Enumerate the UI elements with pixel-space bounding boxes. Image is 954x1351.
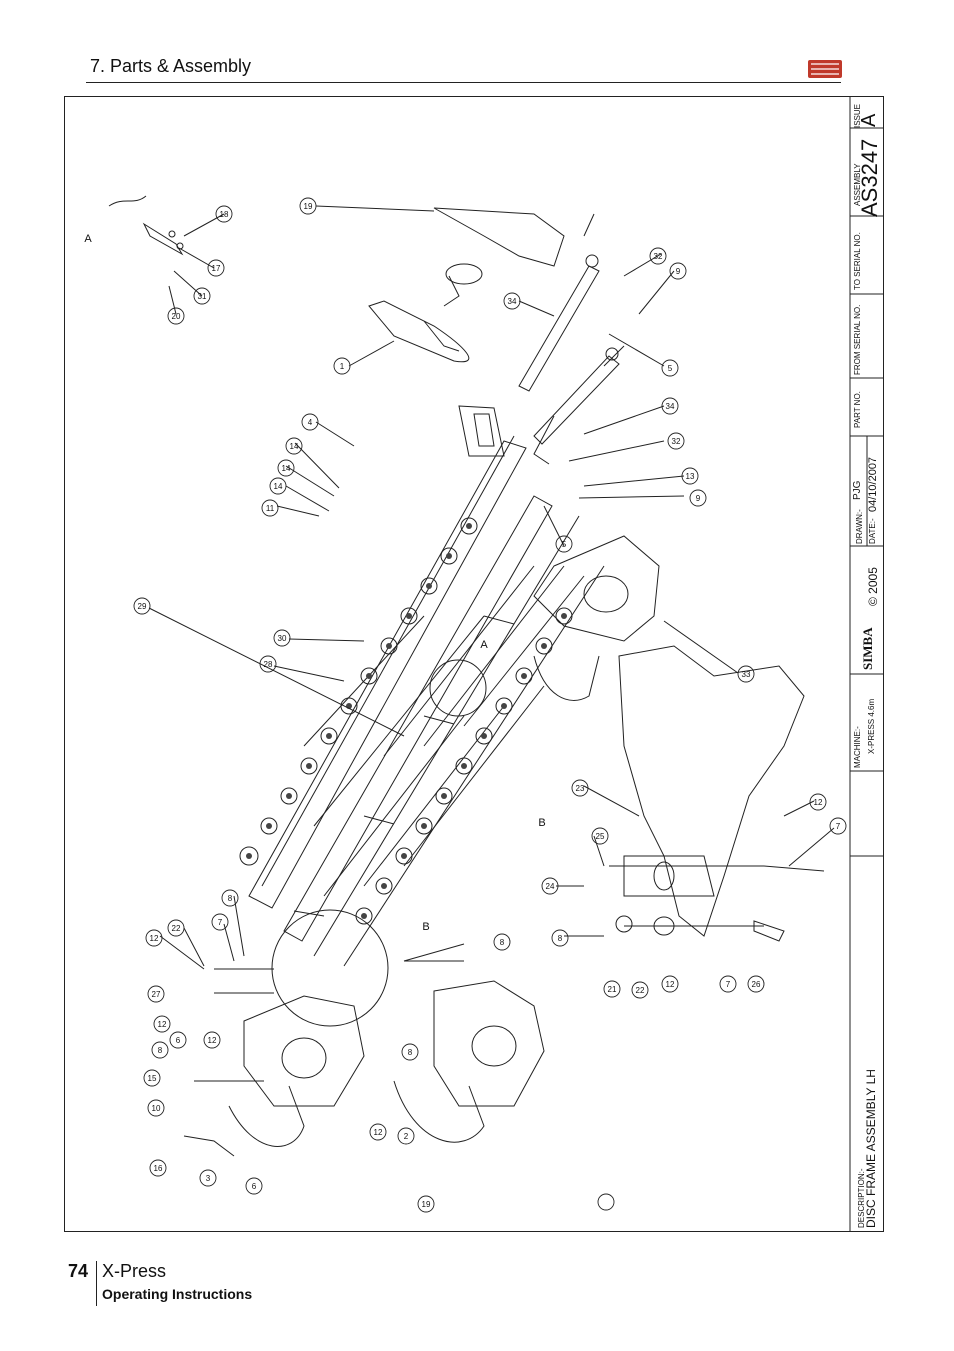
brand-wordmark: SIMBA (860, 627, 875, 670)
svg-text:7: 7 (218, 918, 223, 927)
svg-text:13: 13 (686, 472, 695, 481)
svg-text:8: 8 (500, 938, 505, 947)
svg-text:9: 9 (676, 267, 681, 276)
svg-text:26: 26 (752, 980, 761, 989)
svg-text:8: 8 (158, 1046, 163, 1055)
svg-text:5: 5 (668, 364, 673, 373)
svg-text:6: 6 (176, 1036, 181, 1045)
svg-text:29: 29 (138, 602, 147, 611)
exploded-assembly-drawing: 19 18 17 31 20 1 34 32 9 5 4 14 14 14 11… (84, 96, 884, 1232)
svg-text:11: 11 (266, 504, 275, 513)
svg-text:25: 25 (596, 832, 605, 841)
svg-text:12: 12 (150, 934, 159, 943)
footer-divider (96, 1261, 97, 1306)
svg-text:28: 28 (264, 660, 273, 669)
svg-text:33: 33 (742, 670, 751, 679)
svg-text:B: B (538, 817, 545, 829)
svg-text:19: 19 (304, 202, 313, 211)
svg-text:3: 3 (206, 1174, 211, 1183)
svg-text:22: 22 (172, 924, 181, 933)
description-value: DISC FRAME ASSEMBLY LH (864, 1069, 878, 1228)
machine-value: X-PRESS 4.6m (867, 698, 876, 754)
svg-text:5: 5 (562, 540, 567, 549)
svg-text:7: 7 (726, 980, 731, 989)
drawing-frame (64, 96, 884, 1232)
date-label: DATE:- (868, 518, 877, 544)
svg-text:6: 6 (252, 1182, 257, 1191)
svg-text:17: 17 (212, 264, 221, 273)
svg-text:4: 4 (308, 418, 313, 427)
svg-text:2: 2 (404, 1132, 409, 1141)
svg-text:12: 12 (208, 1036, 217, 1045)
svg-text:32: 32 (654, 252, 663, 261)
header-rule (86, 82, 841, 83)
svg-text:15: 15 (148, 1074, 157, 1083)
to-serial-label: TO SERIAL NO. (853, 232, 862, 290)
svg-text:21: 21 (608, 985, 617, 994)
drawn-label: DRAWN:- (855, 509, 864, 544)
svg-text:18: 18 (220, 210, 229, 219)
svg-text:B: B (422, 921, 429, 933)
machine-label: MACHINE:- (853, 726, 862, 768)
svg-text:12: 12 (666, 980, 675, 989)
svg-text:22: 22 (636, 986, 645, 995)
svg-text:10: 10 (152, 1104, 161, 1113)
svg-text:9: 9 (696, 494, 701, 503)
svg-text:30: 30 (278, 634, 287, 643)
svg-text:12: 12 (814, 798, 823, 807)
svg-text:A: A (84, 233, 92, 245)
svg-text:14: 14 (282, 464, 291, 473)
svg-text:24: 24 (546, 882, 555, 891)
svg-text:23: 23 (576, 784, 585, 793)
svg-text:14: 14 (290, 442, 299, 451)
page-number: 74 (68, 1261, 89, 1281)
svg-text:14: 14 (274, 482, 283, 491)
drawn-value: PJG (852, 480, 863, 500)
svg-text:20: 20 (172, 312, 181, 321)
document-subtitle: Operating Instructions (102, 1286, 253, 1302)
svg-text:16: 16 (154, 1164, 163, 1173)
simba-logo (808, 60, 842, 78)
svg-text:8: 8 (558, 934, 563, 943)
svg-text:A: A (480, 639, 488, 651)
svg-text:27: 27 (152, 990, 161, 999)
section-title: 7. Parts & Assembly (90, 56, 252, 76)
svg-text:31: 31 (198, 292, 207, 301)
svg-text:1: 1 (340, 362, 345, 371)
svg-text:19: 19 (422, 1200, 431, 1209)
copyright: © 2005 (866, 567, 880, 606)
svg-text:8: 8 (408, 1048, 413, 1057)
part-no-label: PART NO. (853, 391, 862, 428)
svg-text:12: 12 (374, 1128, 383, 1137)
svg-text:8: 8 (228, 894, 233, 903)
date-value: 04/10/2007 (867, 456, 879, 512)
from-serial-label: FROM SERIAL NO. (853, 304, 862, 375)
svg-text:34: 34 (666, 402, 675, 411)
svg-text:32: 32 (672, 437, 681, 446)
svg-text:7: 7 (836, 822, 841, 831)
product-name: X-Press (102, 1261, 167, 1281)
issue-value: A (858, 113, 880, 127)
svg-text:34: 34 (508, 297, 517, 306)
assembly-number: AS3247 (857, 138, 882, 217)
svg-text:12: 12 (158, 1020, 167, 1029)
